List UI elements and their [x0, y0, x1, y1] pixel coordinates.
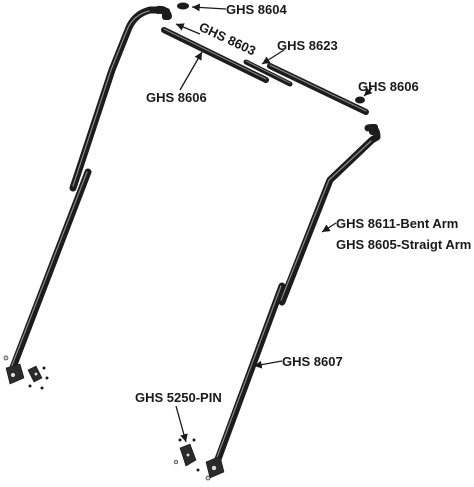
label-ghs-8606-right: GHS 8606: [358, 79, 419, 94]
label-ghs-8611: GHS 8611-Bent Arm: [336, 216, 458, 231]
left-bent-upper-arm: [69, 6, 164, 192]
label-ghs-8604: GHS 8604: [226, 2, 287, 17]
label-ghs-8606-left: GHS 8606: [146, 90, 207, 105]
right-base-hardware: [173, 438, 225, 481]
cap-8604: [177, 2, 189, 10]
left-end-cap: [154, 5, 172, 20]
connector-8623: [243, 59, 293, 87]
leader-8606-left: [179, 51, 203, 91]
crossbar-8603: [161, 27, 269, 83]
leader-8606-right: [363, 87, 373, 97]
leader-lines: [175, 3, 373, 443]
leader-8623: [261, 49, 285, 65]
right-crossbar: [267, 63, 369, 115]
right-bent-upper-arm: [278, 124, 381, 306]
cap-8606-right: [355, 96, 365, 104]
left-base-hardware: [3, 355, 49, 390]
leader-8603: [175, 23, 201, 35]
label-ghs-8605: GHS 8605-Straigt Arm: [336, 237, 471, 252]
leader-8607: [253, 360, 283, 369]
right-end-cap: [369, 124, 378, 135]
label-ghs-8623: GHS 8623: [277, 38, 338, 53]
left-lower-pole: [8, 168, 92, 374]
leader-8611: [321, 222, 337, 233]
label-ghs-5250-pin: GHS 5250-PIN: [135, 390, 222, 405]
leader-8604: [191, 3, 227, 12]
label-ghs-8607: GHS 8607: [282, 354, 343, 369]
leader-5250: [175, 405, 188, 443]
right-lower-pole: [210, 282, 286, 474]
